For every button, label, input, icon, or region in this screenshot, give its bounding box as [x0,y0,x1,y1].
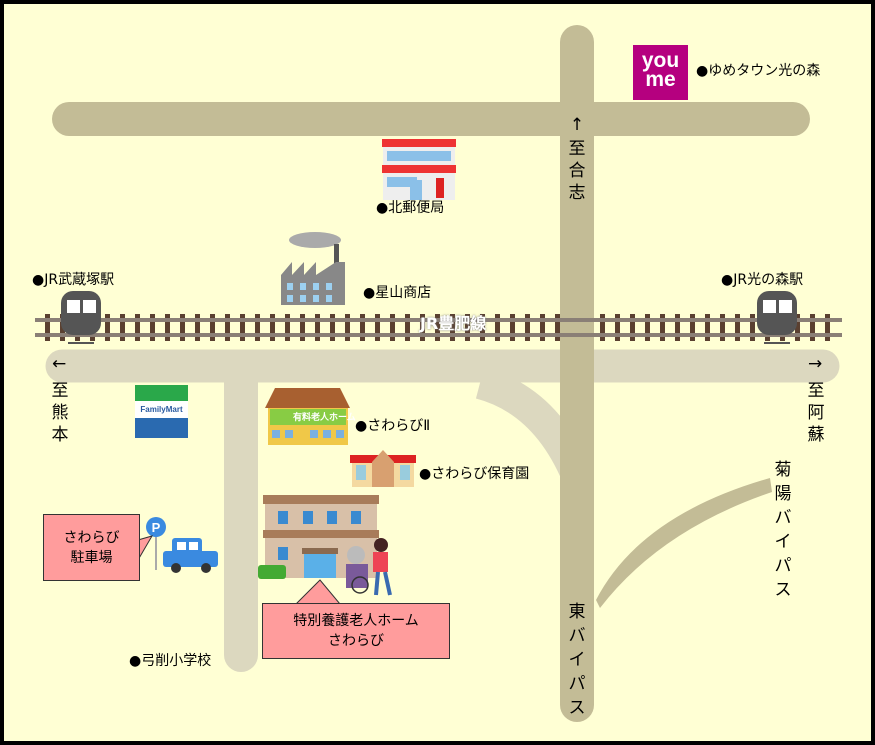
factory-icon [281,232,345,305]
railway-sleeper [480,314,485,341]
railway-label: JR豊肥線 [420,314,487,333]
railway-sleeper [675,314,680,341]
parking-icon: P [146,517,166,570]
railway-sleeper [435,314,440,341]
railway-sleeper [720,314,725,341]
railway-sleeper [105,314,110,341]
label-hoshiyama: ●星山商店 [363,285,432,301]
label-sawarabi-2: ●さわらびⅡ [355,418,431,434]
railway-sleeper [825,314,830,341]
railway-sleeper [750,314,755,341]
railway-sleeper [615,314,620,341]
direction-east: 至阿蘇 [807,381,825,445]
railway-sleeper [315,314,320,341]
kikuyo-bypass-road [596,478,772,608]
post-office-icon [382,139,456,200]
direction-west: 至熊本 [51,381,69,445]
railway-sleeper [660,314,665,341]
main-callout-line1: 特別養護老人ホーム [293,613,419,629]
railway-sleeper [735,314,740,341]
main-facility-callout: 特別養護老人ホーム さわらび [262,603,450,659]
kikuyo-bypass-label: 菊陽バイパス [774,460,792,600]
nursing-home-sign: 有料老人ホーム [293,413,356,423]
parking-callout-line1: さわらび [63,529,120,546]
railway-sleeper [240,314,245,341]
label-post-office: ●北郵便局 [376,200,445,216]
railway-sleeper [270,314,275,341]
railway-sleeper [165,314,170,341]
parking-sign-text: P [152,520,161,535]
main-callout-line2: さわらび [328,633,384,649]
familymart-icon: FamilyMart [135,385,188,438]
railway-sleeper [120,314,125,341]
railway-sleeper [450,314,455,341]
east-bypass-label: 東バイパス [568,602,586,718]
railway-sleeper [285,314,290,341]
railway-sleeper [375,314,380,341]
parking-callout-line2: 駐車場 [70,549,113,566]
railway-sleeper [420,314,425,341]
railway-sleeper [810,314,815,341]
label-musashizuka-station: ●JR武蔵塚駅 [32,272,115,288]
railway-sleeper [330,314,335,341]
railway-sleeper [630,314,635,341]
railway-sleeper [195,314,200,341]
sawarabi-building-icon [258,495,392,596]
railway-sleeper [465,314,470,341]
nursing-home-icon [265,388,350,445]
railway-sleeper [525,314,530,341]
railway-sleeper [45,314,50,341]
west-arrow-icon: ← [52,354,67,374]
railway-sleeper [405,314,410,341]
railway-sleeper [135,314,140,341]
railway-sleeper [300,314,305,341]
railway-sleeper [600,314,605,341]
train-icon [757,291,797,344]
label-hikarinomori-station: ●JR光の森駅 [721,272,804,288]
label-school: ●弓削小学校 [129,653,212,669]
railway-sleeper [495,314,500,341]
railway-sleeper [705,314,710,341]
railway-sleeper [180,314,185,341]
railway-sleeper [360,314,365,341]
east-arrow-icon: → [808,354,823,374]
car-icon [163,538,218,573]
railway-sleeper [510,314,515,341]
railway-sleeper [225,314,230,341]
direction-north: 至合志 [568,139,586,203]
nursery-icon [350,450,416,487]
railway-sleeper [555,314,560,341]
north-arrow-icon: ↑ [569,115,585,135]
railway-sleeper [540,314,545,341]
parking-callout: さわらび 駐車場 [43,514,140,581]
label-nursery: ●さわらび保育園 [419,466,530,482]
label-youme-town: ●ゆめタウン光の森 [696,63,821,79]
railway-sleeper [390,314,395,341]
train-icon [61,291,101,344]
railway-sleeper [795,314,800,341]
railway-sleeper [690,314,695,341]
railway-sleeper [255,314,260,341]
railway-sleeper [345,314,350,341]
railway-sleeper [150,314,155,341]
railway-sleeper [210,314,215,341]
familymart-label: FamilyMart [140,405,183,414]
railway-sleeper [645,314,650,341]
